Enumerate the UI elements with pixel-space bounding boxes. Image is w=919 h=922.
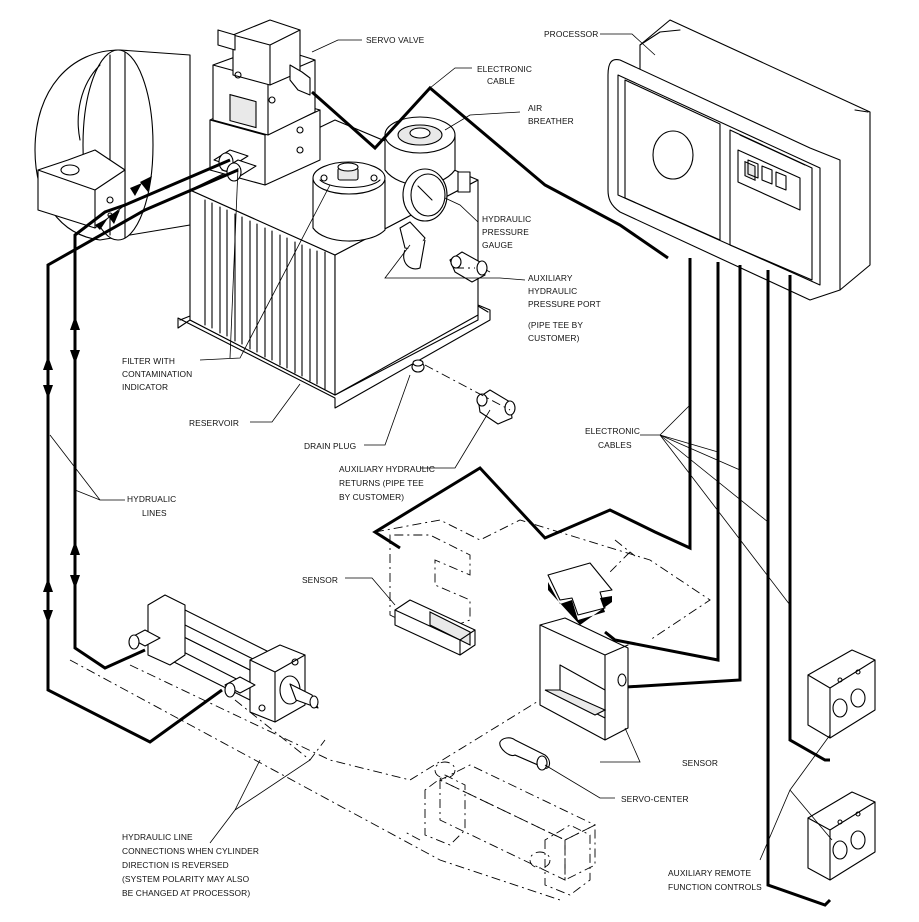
label-pressure-gauge-line3: GAUGE — [482, 240, 513, 250]
direction-arrow-icon — [547, 562, 613, 625]
label-pressure-gauge-line2: PRESSURE — [482, 227, 529, 237]
sensor-left — [394, 599, 476, 656]
label-aux-port-line1: AUXILIARY — [528, 273, 573, 283]
label-electronic-cable-line2: CABLE — [487, 76, 515, 86]
air-breather — [384, 116, 456, 186]
label-aux-port-line5: CUSTOMER) — [528, 333, 580, 343]
label-air-breather-line2: BREATHER — [528, 116, 574, 126]
label-remote-line1: AUXILIARY REMOTE — [668, 868, 752, 878]
servo-center — [499, 737, 551, 771]
pressure-gauge — [399, 168, 471, 270]
label-aux-returns-line3: BY CUSTOMER) — [339, 492, 404, 502]
label-aux-port-line2: HYDRAULIC — [528, 286, 577, 296]
label-filter-line1: FILTER WITH — [122, 356, 175, 366]
label-remote-line2: FUNCTION CONTROLS — [668, 882, 762, 892]
label-aux-returns-line1: AUXILIARY HYDRAULIC — [339, 464, 435, 474]
labels: SERVO VALVE ELECTRONIC CABLE PROCESSOR A… — [122, 29, 762, 898]
electric-motor — [34, 49, 191, 241]
label-servo-valve: SERVO VALVE — [366, 35, 425, 45]
label-line-conn-line1: HYDRAULIC LINE — [122, 832, 193, 842]
label-aux-returns-line2: RETURNS (PIPE TEE — [339, 478, 424, 488]
processor — [607, 19, 871, 301]
label-line-conn-line2: CONNECTIONS WHEN CYLINDER — [122, 846, 259, 856]
label-filter-line3: INDICATOR — [122, 382, 168, 392]
label-electronic-cable-line1: ELECTRONIC — [477, 64, 532, 74]
label-pressure-gauge-line1: HYDRAULIC — [482, 214, 531, 224]
label-electronic-cables-line1: ELECTRONIC — [585, 426, 640, 436]
label-hydraulic-lines-line2: LINES — [142, 508, 167, 518]
electronic-cables — [311, 85, 832, 907]
label-aux-port-line4: (PIPE TEE BY — [528, 320, 583, 330]
label-electronic-cables-line2: CABLES — [598, 440, 632, 450]
label-line-conn-line4: (SYSTEM POLARITY MAY ALSO — [122, 874, 250, 884]
servo-valve-assembly — [209, 19, 321, 186]
label-sensor-right: SENSOR — [682, 758, 718, 768]
sensor-right — [539, 617, 629, 741]
label-line-conn-line3: DIRECTION IS REVERSED — [122, 860, 229, 870]
label-sensor-left: SENSOR — [302, 575, 338, 585]
drain-plug — [411, 359, 425, 373]
label-aux-port-line3: PRESSURE PORT — [528, 299, 601, 309]
filter — [312, 161, 386, 242]
label-reservoir: RESERVOIR — [189, 418, 239, 428]
label-processor: PROCESSOR — [544, 29, 598, 39]
hydraulic-lines — [43, 158, 239, 744]
remote-control-lower — [807, 791, 876, 881]
reservoir-unit — [177, 116, 491, 409]
label-filter-line2: CONTAMINATION — [122, 369, 192, 379]
label-drain-plug: DRAIN PLUG — [304, 441, 356, 451]
hydraulic-cylinder — [128, 594, 319, 723]
remote-control-upper — [807, 649, 876, 739]
label-servo-center: SERVO-CENTER — [621, 794, 689, 804]
label-air-breather-line1: AIR — [528, 103, 542, 113]
reversed-cylinder-outline — [424, 761, 597, 896]
label-hydraulic-lines-line1: HYDRUALIC — [127, 494, 176, 504]
leader-lines — [49, 33, 833, 861]
label-line-conn-line5: BE CHANGED AT PROCESSOR) — [122, 888, 250, 898]
